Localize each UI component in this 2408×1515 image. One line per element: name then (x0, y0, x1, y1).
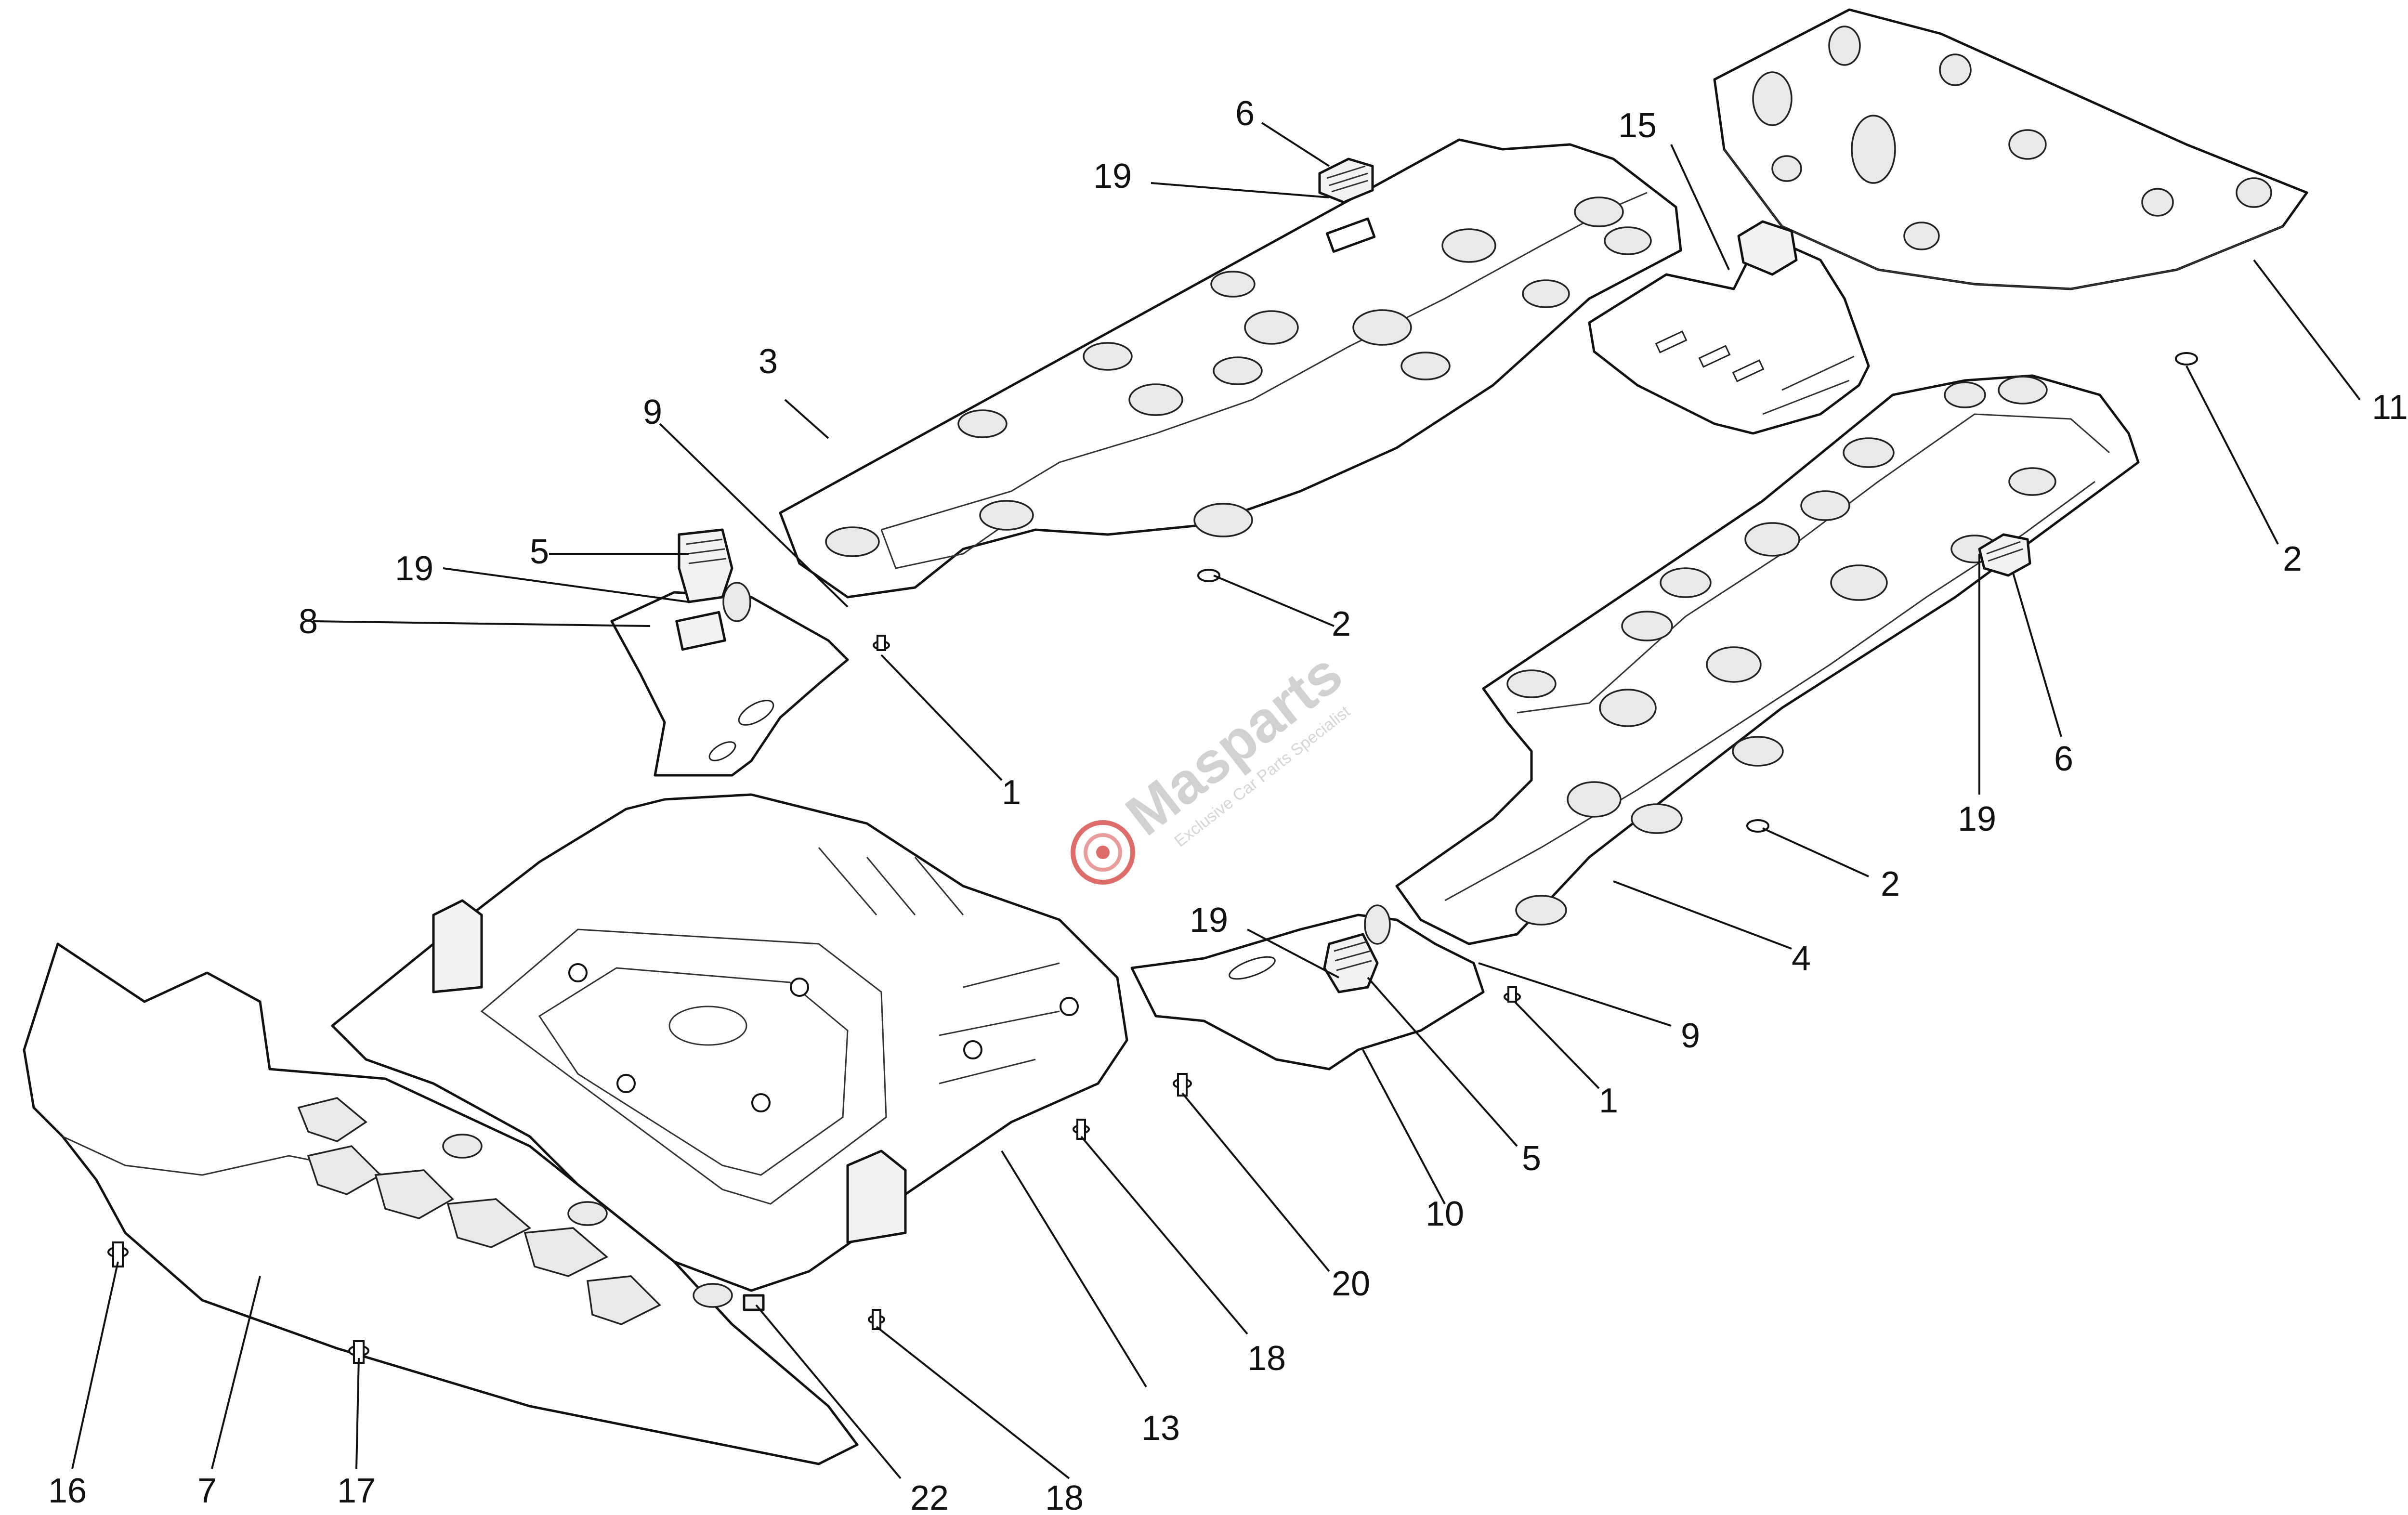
part-18-screw-b (868, 1309, 885, 1330)
watermark: Masparts Exclusive Car Parts Specialist (1071, 641, 1354, 885)
callout-6-top: 6 (1235, 94, 1255, 133)
callout-11: 11 (2372, 388, 2408, 427)
part-11-rear-undertray (1713, 8, 2308, 290)
callout-2-right-top: 2 (2283, 540, 2302, 578)
callout-labels: 6 19 15 11 3 9 5 19 8 2 1 2 6 19 2 4 19 … (48, 94, 2408, 1515)
callout-15: 15 (1618, 106, 1657, 145)
callout-5-left: 5 (530, 533, 549, 571)
part-7-front-undertray (23, 942, 859, 1465)
part-2-nut-top (1197, 569, 1220, 582)
part-20-screw (1173, 1073, 1192, 1097)
fasteners (107, 352, 2198, 1364)
callout-20: 20 (1332, 1265, 1370, 1303)
callout-22: 22 (910, 1479, 949, 1515)
watermark-logo-icon (1071, 820, 1135, 885)
part-1-screw-right (1504, 986, 1521, 1003)
callout-13: 13 (1141, 1409, 1180, 1448)
callout-19-right: 19 (1958, 800, 1996, 838)
callout-10: 10 (1426, 1195, 1464, 1233)
part-10-bracket-right (1130, 904, 1485, 1071)
callout-1-right: 1 (1599, 1082, 1618, 1120)
callout-19-center: 19 (1190, 901, 1228, 940)
part-5-clip-left (678, 528, 733, 603)
callout-7: 7 (197, 1472, 217, 1510)
callout-9-right: 9 (1681, 1017, 1700, 1055)
part-4-side-undertray-right (1395, 374, 2140, 945)
callout-4: 4 (1792, 940, 1811, 978)
callout-9-left: 9 (643, 393, 662, 431)
callout-2-center: 2 (1332, 605, 1351, 643)
callout-2-right: 2 (1881, 865, 1900, 903)
part-6-clip-lower (1978, 533, 2031, 577)
callout-8: 8 (299, 602, 318, 641)
part-18-screw-a (1073, 1119, 1090, 1140)
part-8-bracket-left (610, 582, 849, 777)
callout-1-left: 1 (1002, 773, 1021, 812)
callout-18-center: 18 (1247, 1339, 1286, 1378)
callout-17: 17 (337, 1472, 376, 1510)
part-22-clip (743, 1294, 765, 1311)
callout-19-top: 19 (1093, 157, 1132, 196)
callout-16: 16 (48, 1472, 87, 1510)
callout-3: 3 (759, 342, 778, 381)
part-13-central-undertray (331, 793, 1128, 1292)
callout-5-right: 5 (1522, 1139, 1541, 1178)
part-15-bracket (1588, 220, 1870, 435)
part-16-screw (107, 1241, 129, 1267)
leader-lines (71, 122, 2361, 1479)
part-2-nut-right-top (2175, 352, 2198, 366)
callout-19-left: 19 (395, 549, 433, 588)
part-1-screw-left (873, 635, 890, 651)
callout-18-bottom: 18 (1045, 1479, 1084, 1515)
part-6-clip-upper (1318, 157, 1374, 204)
callout-6-right: 6 (2054, 740, 2073, 778)
part-3-side-undertray-left (779, 138, 1682, 599)
